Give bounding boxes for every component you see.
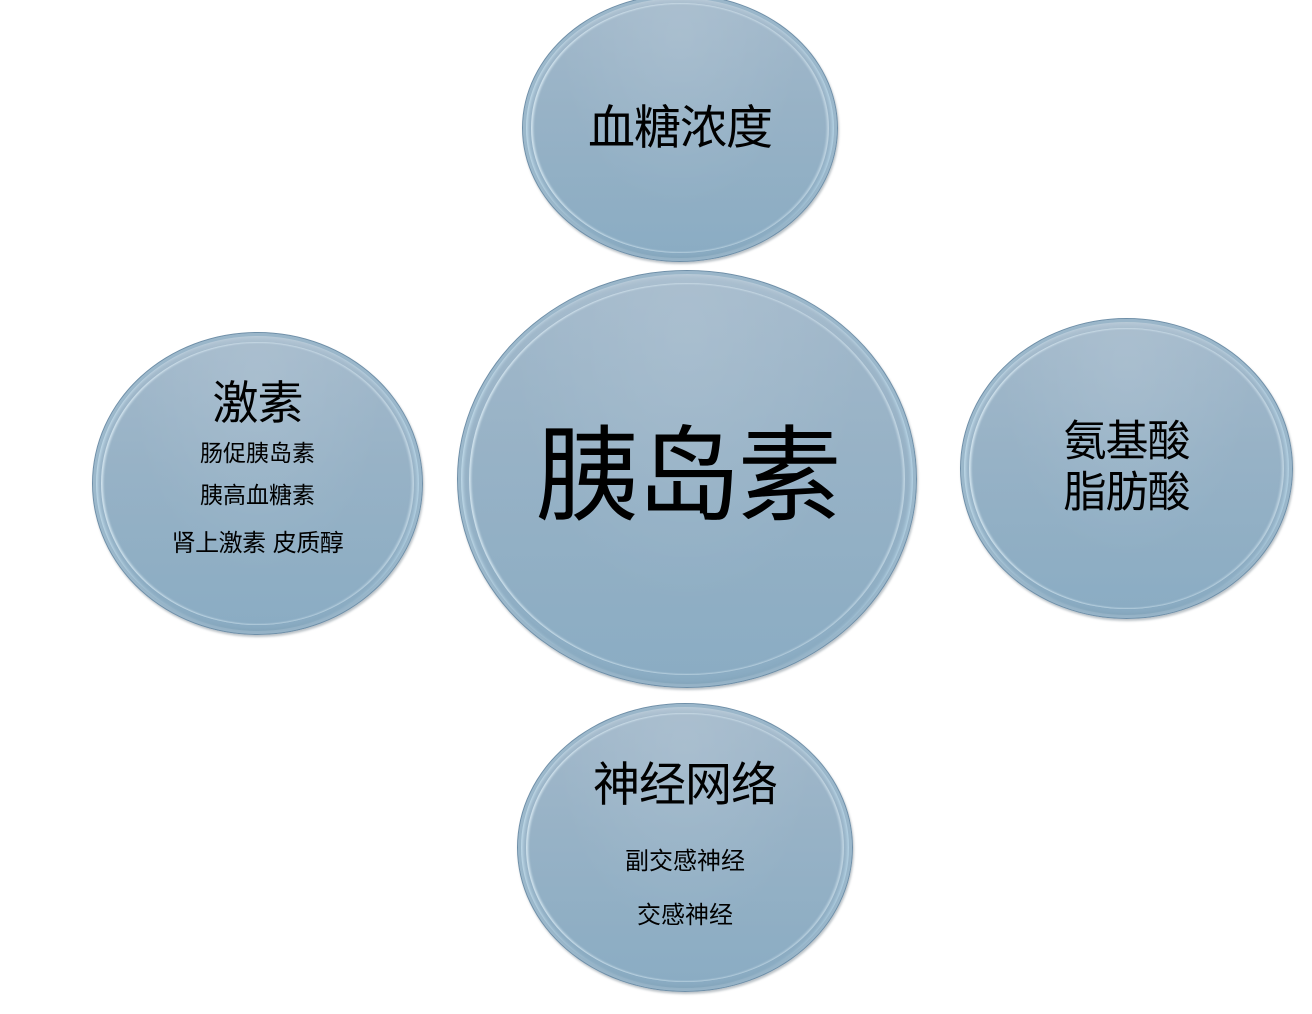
bubble-title-blood-glucose: 血糖浓度 [588,100,773,156]
nerve-item-sympathetic: 交感神经 [637,901,733,929]
bubble-neural-network: 神经网络 副交感神经 交感神经 [517,703,853,992]
hormone-item-adrenaline-cortisol: 肾上激素 皮质醇 [171,529,344,557]
nerve-item-parasympathetic: 副交感神经 [625,847,745,875]
bubble-hormones: 激素 肠促胰岛素 胰高血糖素 肾上激素 皮质醇 [92,332,423,635]
bubble-title-hormones: 激素 [212,376,304,430]
bubble-title-neural-network: 神经网络 [593,758,778,813]
bubble-insulin-center: 胰岛素 [457,270,917,688]
bubble-amino-fatty-acids: 氨基酸 脂肪酸 [960,318,1293,619]
bubble-title-fatty-acid: 脂肪酸 [1063,467,1191,518]
hormone-item-incretin: 肠促胰岛素 [200,441,315,467]
bubble-title-amino-acid: 氨基酸 [1063,416,1191,467]
bubble-title-insulin: 胰岛素 [535,415,841,537]
bubble-blood-glucose: 血糖浓度 [522,0,838,262]
hormone-item-glucagon: 胰高血糖素 [200,483,315,509]
